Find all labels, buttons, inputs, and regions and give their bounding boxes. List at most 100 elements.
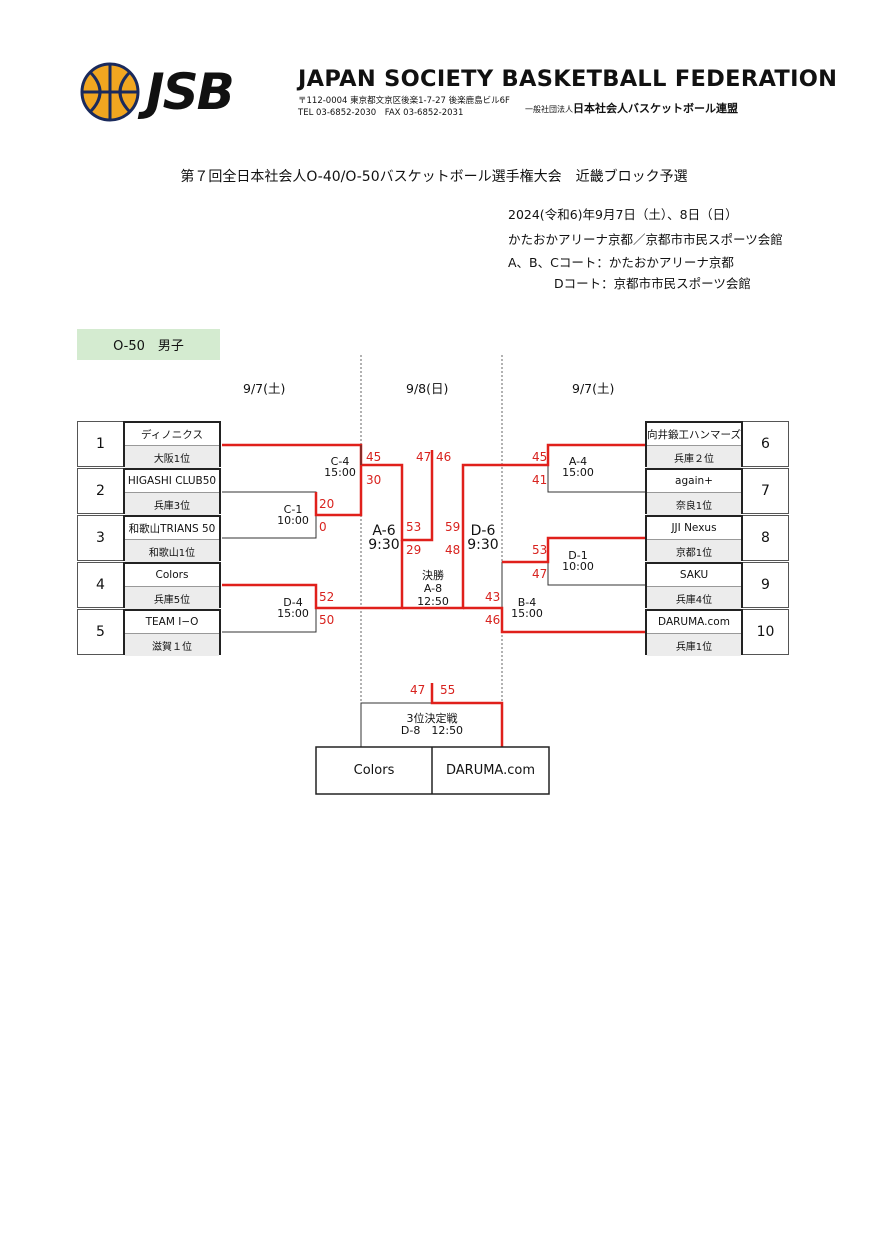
- day-right: 9/7(土): [572, 381, 615, 396]
- third-team-right: DARUMA.com: [445, 763, 535, 778]
- match-code: D-1: [568, 549, 588, 562]
- seed-number: 2: [77, 468, 123, 514]
- team-name: ディノニクス: [125, 423, 219, 446]
- score: 47: [532, 567, 548, 581]
- seed-number: 6: [743, 421, 789, 467]
- court-d: Dコート：京都市市民スポーツ会館: [554, 276, 751, 291]
- seed-number: 10: [743, 609, 789, 655]
- match-code: A-8: [423, 582, 443, 595]
- match-time: 15:00: [324, 466, 356, 479]
- score: 29: [406, 543, 422, 557]
- document-title: 第７回全日本社会人O-40/O-50バスケットボール選手権大会 近畿ブロック予選: [180, 169, 688, 185]
- score: 47: [410, 683, 426, 697]
- score: 48: [445, 543, 461, 557]
- score: 47: [416, 450, 432, 464]
- team-rank: 和歌山1位: [125, 540, 219, 562]
- final-label: 決勝: [422, 569, 444, 582]
- team-name: 和歌山TRIANS 50: [125, 517, 219, 540]
- score: 43: [485, 590, 501, 604]
- team-name: 向井鍛工ハンマーズ: [647, 423, 741, 446]
- match-code: A-6: [372, 523, 396, 539]
- score: 55: [440, 683, 456, 697]
- team-rank: 兵庫4位: [647, 587, 741, 609]
- match-time: 9:30: [467, 537, 499, 553]
- event-venues: かたおかアリーナ京都／京都市市民スポーツ会館: [508, 232, 783, 247]
- score: 46: [436, 450, 452, 464]
- match-code: C-1: [283, 503, 303, 516]
- seed-number: 1: [77, 421, 123, 467]
- right-team-row: 向井鍛工ハンマーズ兵庫２位 6: [645, 421, 789, 468]
- team-rank: 兵庫3位: [125, 493, 219, 515]
- day-center: 9/8(日): [406, 381, 449, 396]
- seed-number: 3: [77, 515, 123, 561]
- match-code-time: D-8 12:50: [400, 724, 464, 737]
- federation-logo: JSB: [80, 62, 290, 122]
- third-team-left: Colors: [353, 763, 395, 778]
- team-rank: 京都1位: [647, 540, 741, 562]
- team-rank: 大阪1位: [125, 446, 219, 468]
- seed-number: 5: [77, 609, 123, 655]
- team-box: again+奈良1位: [645, 468, 743, 515]
- team-name: HIGASHI CLUB50: [125, 470, 219, 493]
- team-box: ディノニクス大阪1位: [123, 421, 221, 468]
- left-team-row: 1 ディノニクス大阪1位: [77, 421, 221, 468]
- team-rank: 滋賀１位: [125, 634, 219, 656]
- federation-address: 〒112-0004 東京都文京区後楽1-7-27 後楽鹿島ビル6F: [298, 96, 510, 106]
- federation-tel: TEL 03-6852-2030 FAX 03-6852-2031: [298, 108, 464, 118]
- seed-number: 8: [743, 515, 789, 561]
- team-rank: 兵庫5位: [125, 587, 219, 609]
- match-time: 15:00: [277, 607, 309, 620]
- score: 41: [532, 473, 548, 487]
- score: 46: [485, 613, 501, 627]
- score: 45: [366, 450, 382, 464]
- federation-org: 一般社団法人日本社会人バスケットボール連盟: [525, 100, 738, 116]
- federation-name: JAPAN SOCIETY BASKETBALL FEDERATION: [298, 66, 838, 92]
- third-label: 3位決定戦: [406, 712, 458, 725]
- match-code: B-4: [517, 596, 537, 609]
- right-team-row: again+奈良1位 7: [645, 468, 789, 515]
- score: 45: [532, 450, 548, 464]
- team-rank: 兵庫1位: [647, 634, 741, 656]
- org-name: 日本社会人バスケットボール連盟: [573, 102, 738, 115]
- team-rank: 兵庫２位: [647, 446, 741, 468]
- team-name: TEAM I−O: [125, 611, 219, 634]
- team-name: SAKU: [647, 564, 741, 587]
- division-tag: O-50 男子: [77, 329, 220, 360]
- score: 20: [319, 497, 335, 511]
- match-code: D-4: [283, 596, 303, 609]
- org-prefix: 一般社団法人: [525, 105, 573, 114]
- match-time: 10:00: [277, 514, 309, 527]
- match-code: D-6: [470, 523, 496, 539]
- team-name: again+: [647, 470, 741, 493]
- team-name: Colors: [125, 564, 219, 587]
- court-abc: A、B、Cコート：かたおかアリーナ京都: [508, 255, 734, 270]
- day-left: 9/7(土): [243, 381, 286, 396]
- seed-number: 7: [743, 468, 789, 514]
- match-time: 9:30: [368, 537, 400, 553]
- score: 59: [445, 520, 461, 534]
- team-name: JJI Nexus: [647, 517, 741, 540]
